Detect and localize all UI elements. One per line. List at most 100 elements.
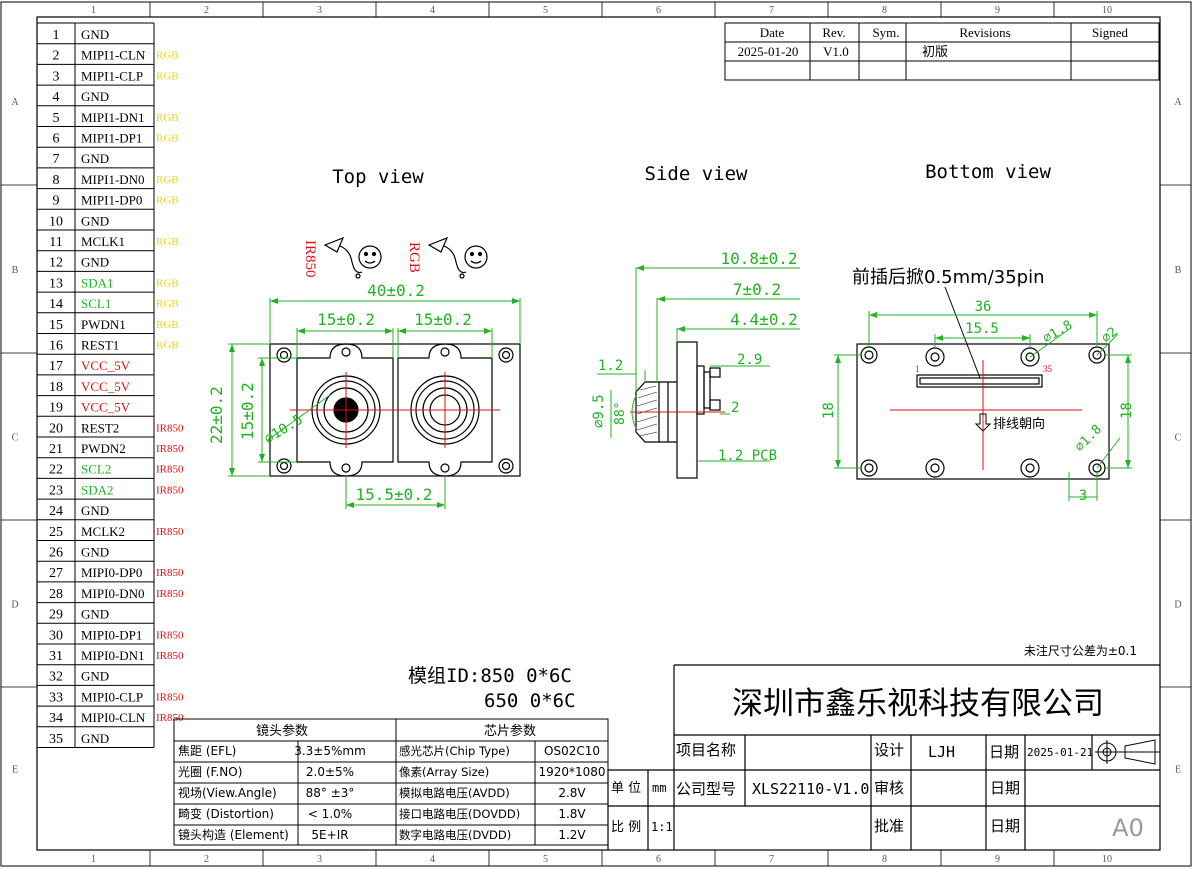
pin-name: GND (81, 731, 109, 746)
pin-tag-rgb: RGB (156, 50, 179, 62)
rev-header-sym: Sym. (872, 25, 899, 40)
chip-param-key: 像素(Array Size) (399, 765, 489, 779)
pin-number: 22 (49, 463, 63, 478)
chip-param-value: 2.8V (558, 786, 586, 800)
tolerance-note: 未注尺寸公差为±0.1 (1024, 643, 1137, 658)
chip-param-key: 数字电路电压(DVDD) (399, 828, 511, 842)
pin-number: 20 (49, 421, 63, 436)
company-name: 深圳市鑫乐视科技有限公司 (732, 686, 1104, 722)
top-dim-inner-height: 15±0.2 (238, 382, 257, 440)
pin-number: 6 (53, 132, 60, 147)
cable-direction-label: 排线朝向 (993, 416, 1045, 432)
chip-param-key: 模拟电路电压(AVDD) (399, 786, 510, 800)
top-dim-height: 22±0.2 (207, 386, 226, 444)
pin-number: 19 (49, 401, 63, 416)
pin-tag-rgb: RGB (156, 70, 179, 82)
pin-name: GND (81, 545, 109, 560)
frame-col-label-top: 2 (204, 5, 209, 16)
pin-tag-ir850: IR850 (156, 629, 184, 641)
project-name-label: 项目名称 (676, 741, 736, 759)
frame-col-label-top: 10 (1102, 5, 1112, 16)
pin-tag-ir850: IR850 (156, 464, 184, 476)
side-dim-2-9: 2.9 (737, 352, 762, 368)
pin-name: VCC_5V (81, 358, 131, 373)
pin-tag-ir850: IR850 (156, 484, 184, 496)
pin-name: MIPI1-DN0 (81, 172, 145, 187)
date-label-2: 日期 (990, 779, 1020, 797)
top-dim-bottom: 15.5±0.2 (355, 485, 432, 504)
review-label: 审核 (874, 779, 904, 797)
frame-col-label-top: 9 (995, 5, 1000, 16)
rev-header-revisions: Revisions (959, 25, 1010, 40)
date-label-3: 日期 (990, 817, 1020, 835)
pin-name: MIPI1-DP1 (81, 131, 142, 146)
bottom-dim-36: 36 (975, 299, 992, 315)
frame-col-label-bottom: 2 (204, 854, 209, 865)
top-dim-lens: ∅10.5 (262, 411, 306, 447)
frame-col-label-top: 3 (317, 5, 322, 16)
pin-name: GND (81, 255, 109, 270)
rev-row-date: 2025-01-20 (738, 44, 799, 59)
model-label: 公司型号 (676, 780, 736, 798)
frame-row-label-left: A (11, 97, 19, 108)
pin-number: 7 (53, 152, 60, 167)
pin-number: 25 (49, 525, 63, 540)
frame-col-label-top: 6 (656, 5, 661, 16)
frame-col-label-top: 1 (91, 5, 96, 16)
lens-param-key: 焦距 (EFL) (178, 744, 236, 758)
pin-name: MCLK1 (81, 234, 125, 249)
pin-name: MCLK2 (81, 524, 125, 539)
pin-tag-rgb: RGB (156, 133, 179, 145)
pin-name: SCL1 (81, 296, 111, 311)
design-label: 设计 (874, 741, 904, 759)
pin-number: 15 (49, 318, 63, 333)
connector-note: 前插后掀0.5mm/35pin (852, 267, 1045, 288)
pin-number: 35 (49, 732, 63, 747)
unit-label: 单 位 (611, 781, 641, 796)
rgb-orientation-icon (427, 236, 488, 279)
param-tables (173, 718, 609, 846)
bottom-pcb-outline (856, 343, 1110, 480)
pin-name: PWDN1 (81, 317, 126, 332)
connector-pin35: 35 (1043, 364, 1053, 374)
frame-row-label-right: B (1175, 265, 1182, 276)
frame-col-label-bottom: 9 (995, 854, 1000, 865)
pin-name: GND (81, 89, 109, 104)
pin-tag-rgb: RGB (156, 236, 179, 248)
pin-name: MIPI1-CLP (81, 68, 143, 83)
frame-row-label-right: D (1174, 600, 1181, 611)
unit-value: mm (652, 781, 666, 795)
ir850-orientation-icon (323, 236, 382, 279)
frame-col-label-bottom: 1 (91, 854, 96, 865)
pin-number: 16 (49, 339, 63, 354)
side-view-drawing: 10.8±0.2 7±0.2 4.4±0.2 1.2 2.9 2 ∅9.5 88… (591, 249, 800, 479)
pin-number: 21 (49, 442, 63, 457)
ir-lens-holder (296, 343, 394, 477)
pin-name: MIPI0-CLN (81, 710, 146, 725)
chip-param-key: 感光芯片(Chip Type) (399, 744, 510, 758)
module-id-line1: 模组ID:850 0*6C (408, 665, 572, 687)
chip-param-value: OS02C10 (544, 744, 600, 758)
pin-number: 9 (53, 194, 60, 209)
bottom-dim-3: 3 (1079, 488, 1087, 504)
pin-number: 26 (49, 546, 63, 561)
frame-col-label-bottom: 3 (317, 854, 322, 865)
frame-row-label-right: E (1175, 765, 1181, 776)
frame-col-label-top: 4 (430, 5, 435, 16)
pin-number: 17 (49, 359, 63, 374)
pin-tag-ir850: IR850 (156, 567, 184, 579)
pin-number: 2 (53, 49, 60, 64)
pin-name: MIPI0-DN0 (81, 586, 145, 601)
pin-name: GND (81, 151, 109, 166)
lens-param-key: 光圈 (F.NO) (178, 765, 242, 779)
frame-row-label-left: E (12, 765, 18, 776)
pin-number: 23 (49, 483, 63, 498)
pin-tag-rgb: RGB (156, 112, 179, 124)
scale-label: 比 例 (611, 820, 641, 835)
ir850-label: IR850 (302, 240, 318, 278)
lens-param-value: 3.3±5%mm (294, 744, 366, 758)
lens-params-title: 镜头参数 (256, 723, 308, 739)
lens-param-value: 2.0±5% (306, 765, 354, 779)
pin-tag-rgb: RGB (156, 277, 179, 289)
